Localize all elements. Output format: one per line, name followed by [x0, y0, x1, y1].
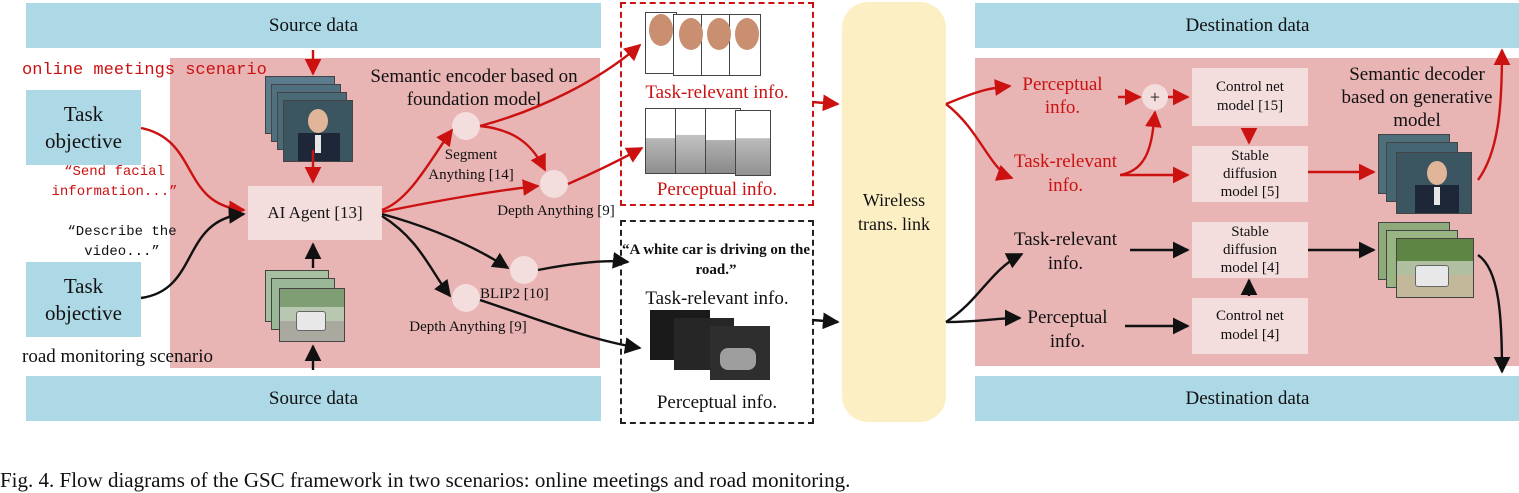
perceptual-info-black-label: Perceptual info.	[656, 392, 778, 413]
controlnet-15-label: Control net model [15]	[1216, 78, 1284, 115]
depth-frames-image-top	[645, 108, 795, 176]
stable-diffusion-model-5: Stable diffusion model [5]	[1192, 146, 1308, 202]
stable-diffusion-5-label: Stable diffusion model [5]	[1220, 148, 1280, 200]
road-video-thumbnail	[265, 270, 345, 342]
segment-anything-node	[452, 112, 480, 140]
depth-anything-label-bottom: Depth Anything [9]	[409, 319, 527, 335]
depth-anything-node-bottom	[452, 284, 480, 312]
wireless-link-label: Wireless trans. link	[858, 189, 930, 234]
face-frames-image	[645, 10, 795, 76]
controlnet-model-4: Control net model [4]	[1192, 298, 1308, 354]
destination-data-bottom-bar: Destination data	[975, 376, 1519, 421]
segment-anything-label: Segment Anything [14]	[428, 147, 514, 183]
depth-frames-image-bottom	[650, 310, 800, 388]
depth-anything-label-top: Depth Anything [9]	[497, 203, 615, 219]
destination-data-top-bar: Destination data	[975, 3, 1519, 48]
dest-perceptual-info-red: Perceptual info.	[1022, 74, 1103, 118]
controlnet-4-label: Control net model [4]	[1216, 307, 1284, 344]
wireless-transmission-link: Wireless trans. link	[842, 2, 946, 422]
source-data-top-bar: Source data	[26, 3, 601, 48]
dest-perceptual-info-black: Perceptual info.	[1027, 307, 1108, 352]
task-objective-top: Task objective	[26, 90, 141, 165]
generated-meeting-image	[1378, 134, 1476, 214]
depth-anything-node-top	[540, 170, 568, 198]
source-data-bottom-bar: Source data	[26, 376, 601, 421]
figure-caption: Fig. 4. Flow diagrams of the GSC framewo…	[0, 468, 851, 492]
meeting-video-thumbnail	[265, 76, 353, 162]
prompt-describe-video: “Describe the video...”	[67, 224, 177, 261]
semantic-decoder-title: Semantic decoder based on generative mod…	[1341, 64, 1493, 131]
task-relevant-info-red-label: Task-relevant info.	[645, 82, 789, 103]
perceptual-info-red-label: Perceptual info.	[656, 179, 778, 200]
white-car-caption: “A white car is driving on the road.”	[621, 242, 811, 278]
ai-agent-box: AI Agent [13]	[248, 186, 382, 240]
combine-plus-node: +	[1142, 84, 1168, 110]
controlnet-model-15: Control net model [15]	[1192, 68, 1308, 126]
task-objective-bottom: Task objective	[26, 262, 141, 337]
stable-diffusion-4-label: Stable diffusion model [4]	[1220, 224, 1280, 276]
blip2-node	[510, 256, 538, 284]
stable-diffusion-model-4: Stable diffusion model [4]	[1192, 222, 1308, 278]
dest-task-relevant-info-red: Task-relevant info.	[1013, 151, 1118, 196]
prompt-send-facial: “Send facial information...”	[51, 164, 178, 201]
blip2-label: BLIP2 [10]	[480, 286, 549, 302]
generated-road-image	[1378, 222, 1476, 298]
semantic-encoder-title: Semantic encoder based on foundation mod…	[370, 66, 578, 110]
task-relevant-info-black-label: Task-relevant info.	[645, 288, 789, 309]
online-meetings-scenario-label: online meetings scenario	[22, 61, 267, 80]
dest-task-relevant-info-black: Task-relevant info.	[1013, 229, 1118, 274]
road-monitoring-scenario-label: road monitoring scenario	[22, 346, 214, 367]
